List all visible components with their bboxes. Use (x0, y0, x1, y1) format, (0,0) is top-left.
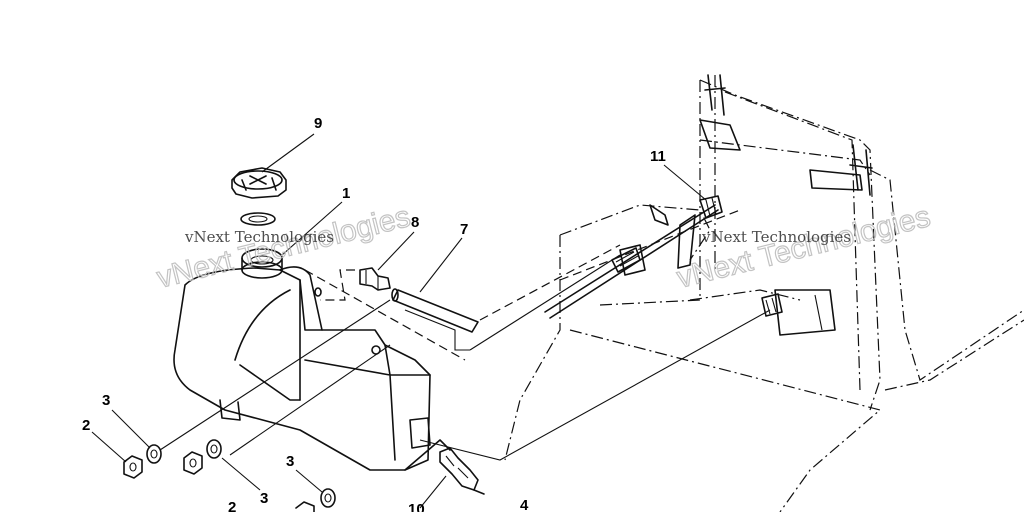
filler-cap (231, 167, 287, 199)
washer-left (146, 444, 162, 464)
washer-bottom (320, 488, 336, 508)
callout-3-bottom: 3 (286, 453, 294, 470)
callout-3-left: 3 (102, 392, 110, 409)
drain-fitting (439, 447, 485, 495)
watermark-small-right: vNext Technologies (701, 228, 851, 246)
callout-7: 7 (460, 221, 468, 238)
vehicle-frame-outline (504, 74, 1024, 512)
callout-9: 9 (314, 115, 322, 132)
nut-left (123, 455, 143, 479)
callout-11: 11 (650, 148, 666, 165)
callout-8: 8 (411, 214, 419, 231)
right-fitting (761, 293, 783, 317)
callout-labels: 9 1 8 7 11 3 2 3 3 2 4 10 (82, 115, 666, 512)
callout-10: 10 (408, 501, 425, 512)
watermark-small-left: vNext Technologies (184, 228, 334, 246)
vent-hose (391, 288, 479, 333)
washer-center (206, 439, 222, 459)
nut-bottom (295, 501, 315, 512)
callout-4: 4 (520, 497, 529, 512)
callout-2-bottom: 2 (228, 499, 236, 512)
cap-gasket (240, 212, 276, 226)
callout-3-center: 3 (260, 490, 268, 507)
callout-1: 1 (342, 185, 350, 202)
nut-center (183, 451, 203, 475)
fuel-line (544, 204, 719, 319)
watermark-big-left: vNext Technologies (154, 200, 414, 295)
callout-2-left: 2 (82, 417, 90, 434)
leader-lines (91, 133, 707, 509)
filler-neck (241, 248, 283, 279)
fuel-tank (173, 266, 451, 471)
line-fitting (699, 195, 723, 219)
vent-fitting (359, 267, 391, 291)
watermark-left: vNext Technologies vNext Technologies (153, 199, 414, 295)
